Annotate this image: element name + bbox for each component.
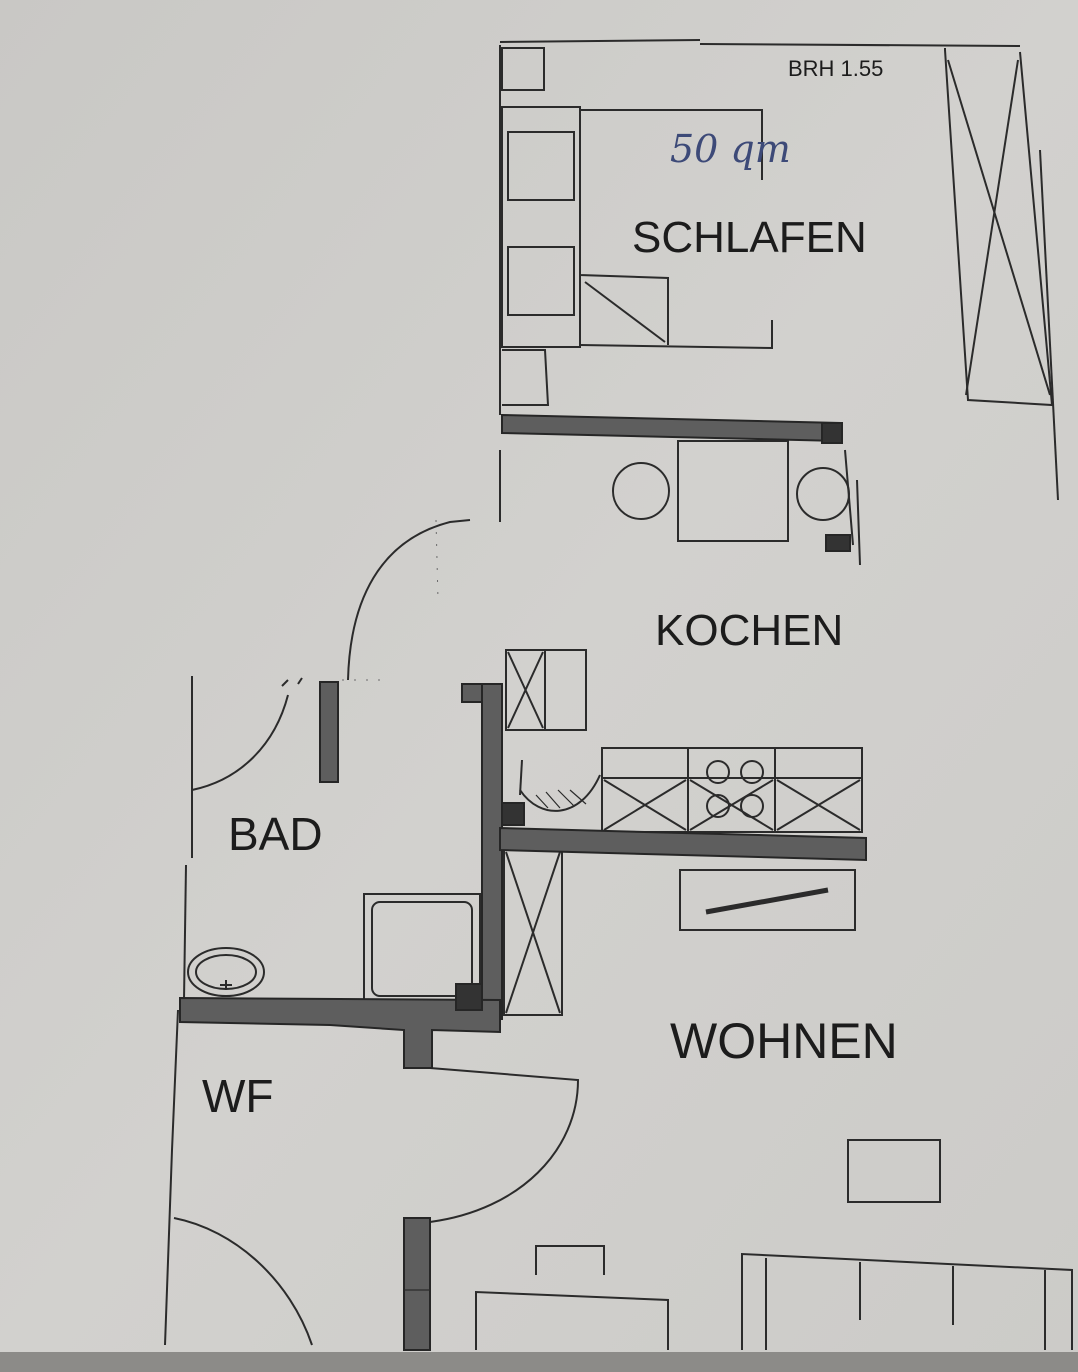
room-label-bad: BAD — [228, 808, 323, 860]
guide-lines — [342, 519, 439, 681]
sill-height-note: BRH 1.55 — [788, 56, 883, 81]
thin-lines — [164, 39, 1073, 1350]
room-label-schlafen: SCHLAFEN — [632, 213, 867, 262]
table-edge — [0, 1352, 1078, 1372]
wall-hatch — [404, 789, 829, 1291]
room-label-wf: WF — [202, 1070, 274, 1122]
walls — [179, 413, 867, 1351]
room-label-wohnen: WOHNEN — [670, 1013, 898, 1069]
area-note: 50 qm — [670, 127, 791, 171]
room-label-kochen: KOCHEN — [655, 606, 843, 655]
